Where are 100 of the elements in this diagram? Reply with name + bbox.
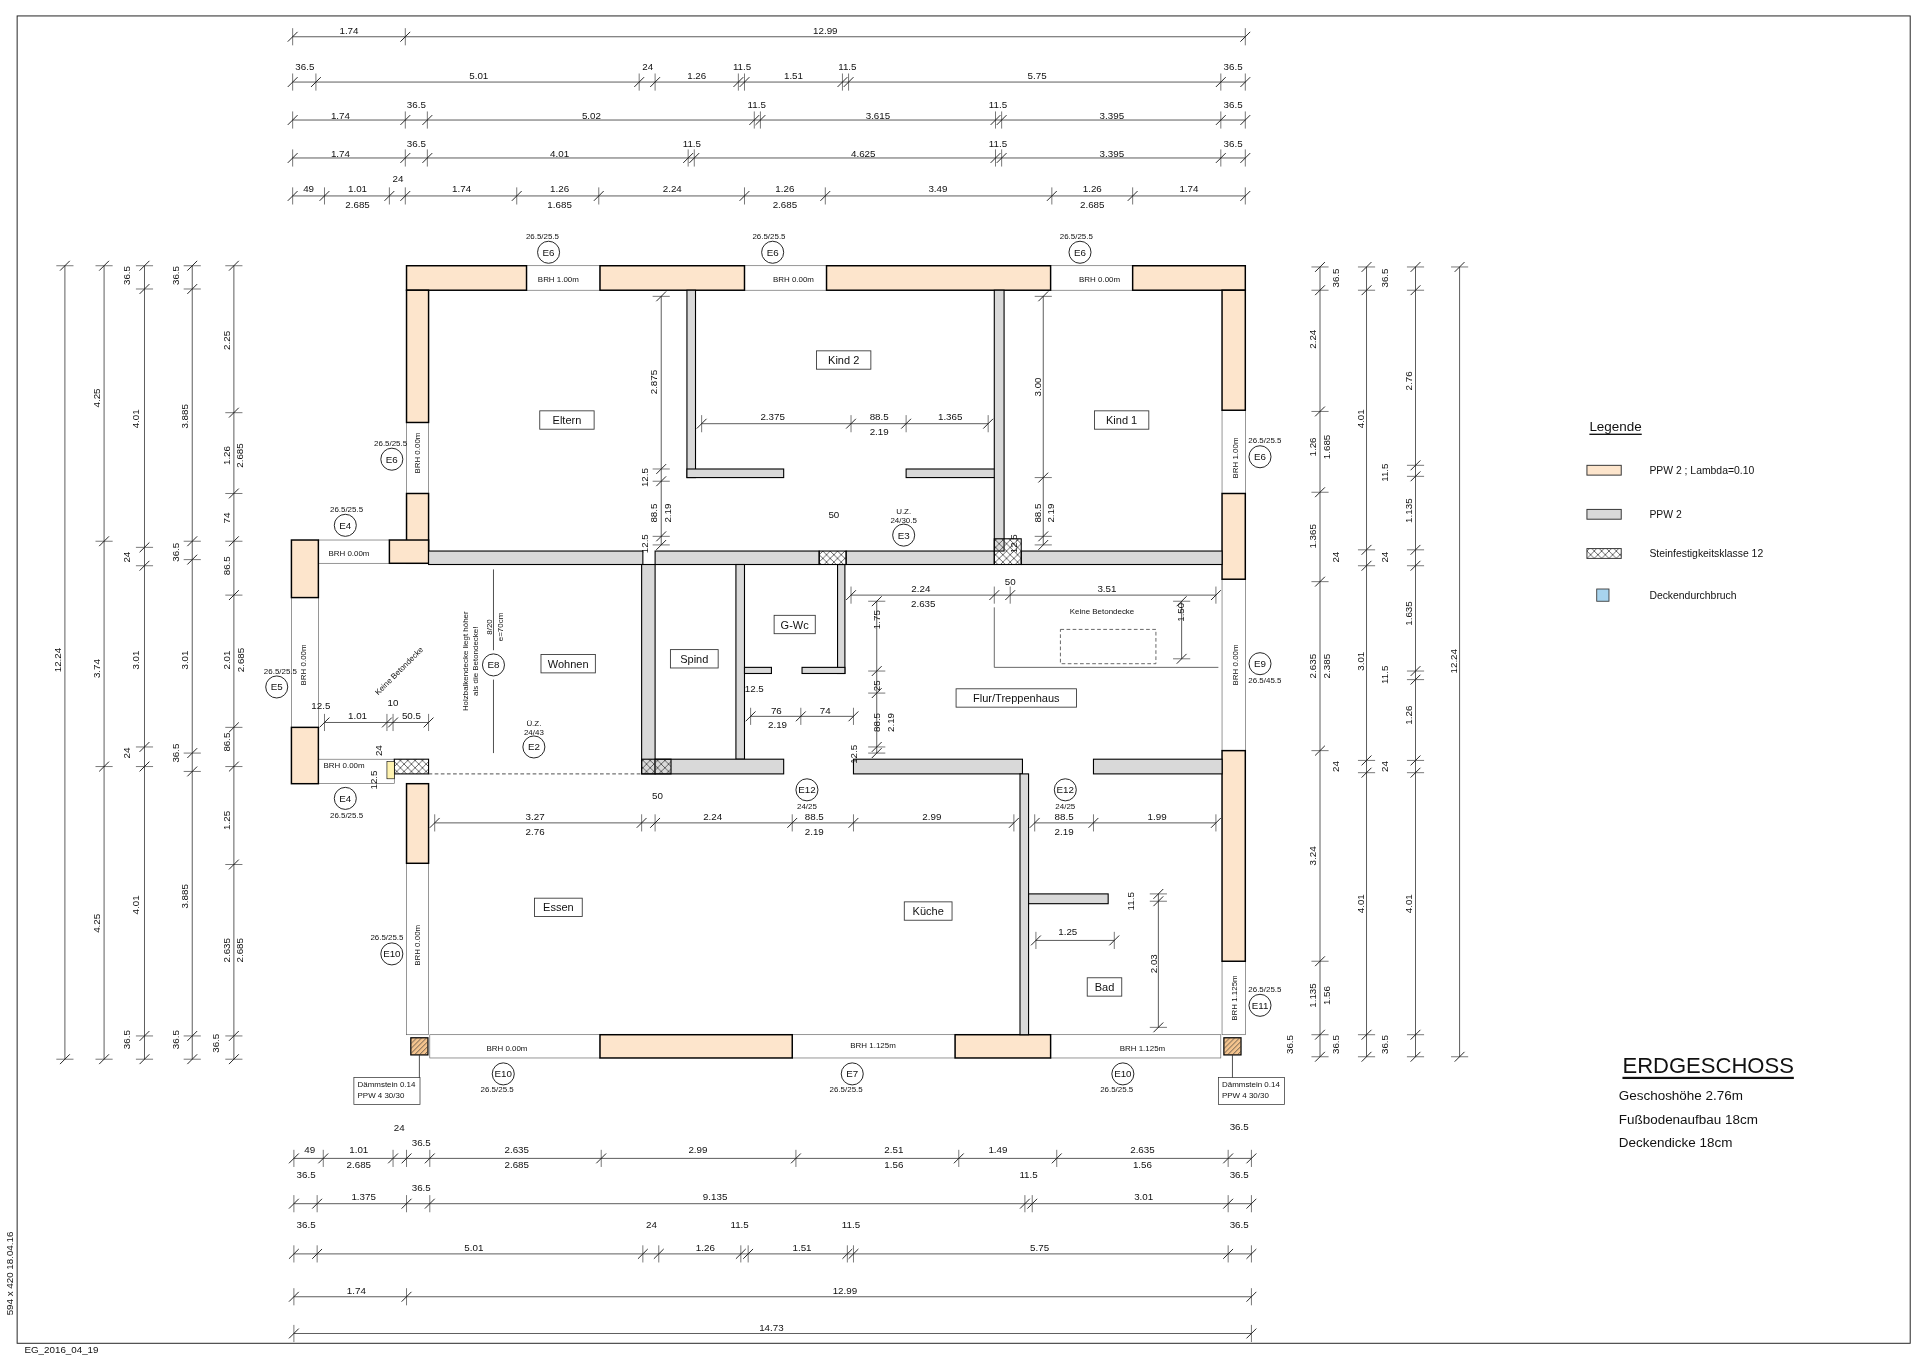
dimension-label: 1.74: [330, 109, 350, 121]
insulation-block: [1223, 1037, 1242, 1056]
dimension-label: 1.49: [988, 1144, 1008, 1156]
leader-line: [1232, 1054, 1233, 1078]
room-label: Küche: [903, 901, 953, 921]
dimension-label: 1.74: [452, 183, 472, 195]
dimension-label: 5.75: [1027, 70, 1047, 82]
annotation-text: BRH 0.00m: [323, 760, 365, 770]
dimension-label: 2.635: [1307, 653, 1319, 679]
dimension-label: 1.635: [1402, 601, 1414, 626]
dimension-label: 50.5: [401, 709, 421, 721]
window-size-label: 26.5/25.5: [1248, 436, 1282, 446]
dimension-label: 36.5: [169, 1030, 181, 1050]
legend-label: Steinfestigkeitsklasse 12: [1649, 548, 1764, 559]
dimension-label: 3.01: [179, 650, 191, 670]
dimension-label: 1.26: [1307, 437, 1319, 457]
dimension-label: 2.19: [884, 712, 896, 732]
dimension-label: 1.365: [937, 410, 963, 422]
dimension-label: 1.26: [695, 1242, 715, 1254]
dimension-label: 12.5: [744, 682, 764, 694]
dimension-label: 1.365: [1307, 524, 1319, 549]
window-size-label: 26.5/25.5: [330, 504, 364, 514]
dimension-label: 2.24: [703, 811, 723, 823]
dimension-label: 86.5: [221, 732, 233, 752]
dimension-label: 11.5: [1379, 463, 1391, 482]
annotation-text: Holzbalkendecke liegt höher als die Betondecke!: [460, 611, 480, 712]
dimension-label: 2.685: [1080, 199, 1105, 210]
dimension-label: 3.00: [1031, 377, 1043, 397]
dimension-label: 1.135: [1402, 498, 1414, 523]
dimension-label: 3.01: [1354, 651, 1366, 671]
dimension-label: 36.5: [1379, 1035, 1391, 1055]
dimension-label: 1.135: [1307, 983, 1319, 1008]
legend-label: PPW 2 ; Lambda=0.10: [1649, 464, 1755, 476]
dimension-label: 11.5: [841, 1219, 861, 1230]
window-size-label: 26.5/25.5: [1059, 231, 1093, 241]
dimension-label: 2.635: [911, 598, 936, 610]
dimension-label: 2.25: [221, 330, 233, 350]
dimension-label: 36.5: [296, 1168, 316, 1180]
note-text: Deckendicke 18cm: [1618, 1134, 1733, 1150]
dimension-label: 4.01: [130, 409, 142, 429]
window-size-label: Ü.Z.: [526, 719, 542, 729]
dimension-label: 36.5: [1330, 268, 1342, 288]
dimension-label: 2.635: [1130, 1144, 1155, 1156]
window-size-label: 26.5/25.5: [263, 666, 297, 676]
dimension-label: 74: [221, 512, 233, 524]
dimension-label: 36.5: [120, 266, 132, 286]
annotation-text: BRH 0.00m: [413, 924, 423, 966]
dimension-label: 50: [1004, 576, 1016, 588]
dimension-label: 1.01: [348, 709, 368, 721]
window-size-label: 26.5/25.5: [370, 933, 404, 943]
dimension-label: 4.25: [91, 913, 103, 933]
file-name: EG_2016_04_19: [24, 1343, 99, 1355]
dimension-label: 5.75: [1030, 1242, 1050, 1254]
dimension-label: 1.26: [221, 446, 233, 466]
dimension-label: 4.01: [130, 895, 142, 915]
dimension-label: 1.25: [221, 810, 233, 830]
dimension-label: 49: [304, 1144, 316, 1156]
dimension-label: 9.135: [702, 1190, 728, 1202]
window-marker: E4: [333, 786, 357, 810]
dimension-label: 88.5: [869, 410, 889, 422]
dimension-label: 1.26: [1402, 705, 1414, 725]
annotation-text: BRH 0.00m: [486, 1043, 528, 1053]
dimension-label: 1.26: [687, 70, 707, 82]
window-marker: E8: [481, 653, 505, 677]
dimension-label: 36.5: [210, 1033, 221, 1053]
dimension-label: 36.5: [296, 1219, 316, 1230]
dimension-label: 2.685: [772, 199, 798, 210]
dimension-label: 14.73: [759, 1321, 784, 1333]
dimension-label: 2.76: [1402, 371, 1414, 391]
leader-line: [418, 1054, 420, 1078]
window-marker: E3: [892, 523, 916, 547]
annotation-text: BRH 0.00m: [772, 274, 814, 284]
note-text: Fußbodenaufbau 18cm: [1618, 1111, 1758, 1127]
dimension-label: 1.75: [871, 610, 883, 630]
dimension-label: 2.99: [922, 811, 942, 823]
window-size-label: 26.5/25.5: [525, 231, 559, 241]
dimension-label: 1.26: [775, 183, 795, 195]
dimension-label: 76: [770, 704, 782, 716]
dimension-label: 88.5: [648, 503, 660, 523]
dimension-label: 11.5: [988, 137, 1008, 149]
annotation-text: BRH 1.125m: [850, 1041, 896, 1051]
dimension-label: 86.5: [221, 556, 233, 576]
dimension-label: 2.685: [504, 1159, 529, 1170]
dimension-label: 2.24: [1307, 329, 1319, 349]
dimension-label: 5.01: [469, 70, 489, 82]
dimension-label: 2.19: [869, 425, 889, 437]
dimension-label: 1.51: [792, 1242, 812, 1254]
dimension-label: 4.625: [851, 147, 876, 159]
annotation-text: BRH 0.00m: [1231, 644, 1240, 686]
dimension-label: 4.25: [91, 388, 103, 408]
window-marker: E5: [265, 675, 289, 699]
dimension-label: 11.5: [1124, 892, 1136, 911]
dimension-label: 36.5: [411, 1182, 431, 1194]
dimension-label: 3.395: [1099, 147, 1125, 159]
dimension-label: 1.50: [1174, 602, 1186, 622]
dimension-label: 36.5: [1223, 137, 1243, 149]
window-marker: E11: [1248, 993, 1272, 1017]
dimension-label: 88.5: [1031, 503, 1043, 523]
dimension-label: 1.56: [1132, 1159, 1152, 1170]
dimension-label: 2.24: [911, 583, 931, 595]
